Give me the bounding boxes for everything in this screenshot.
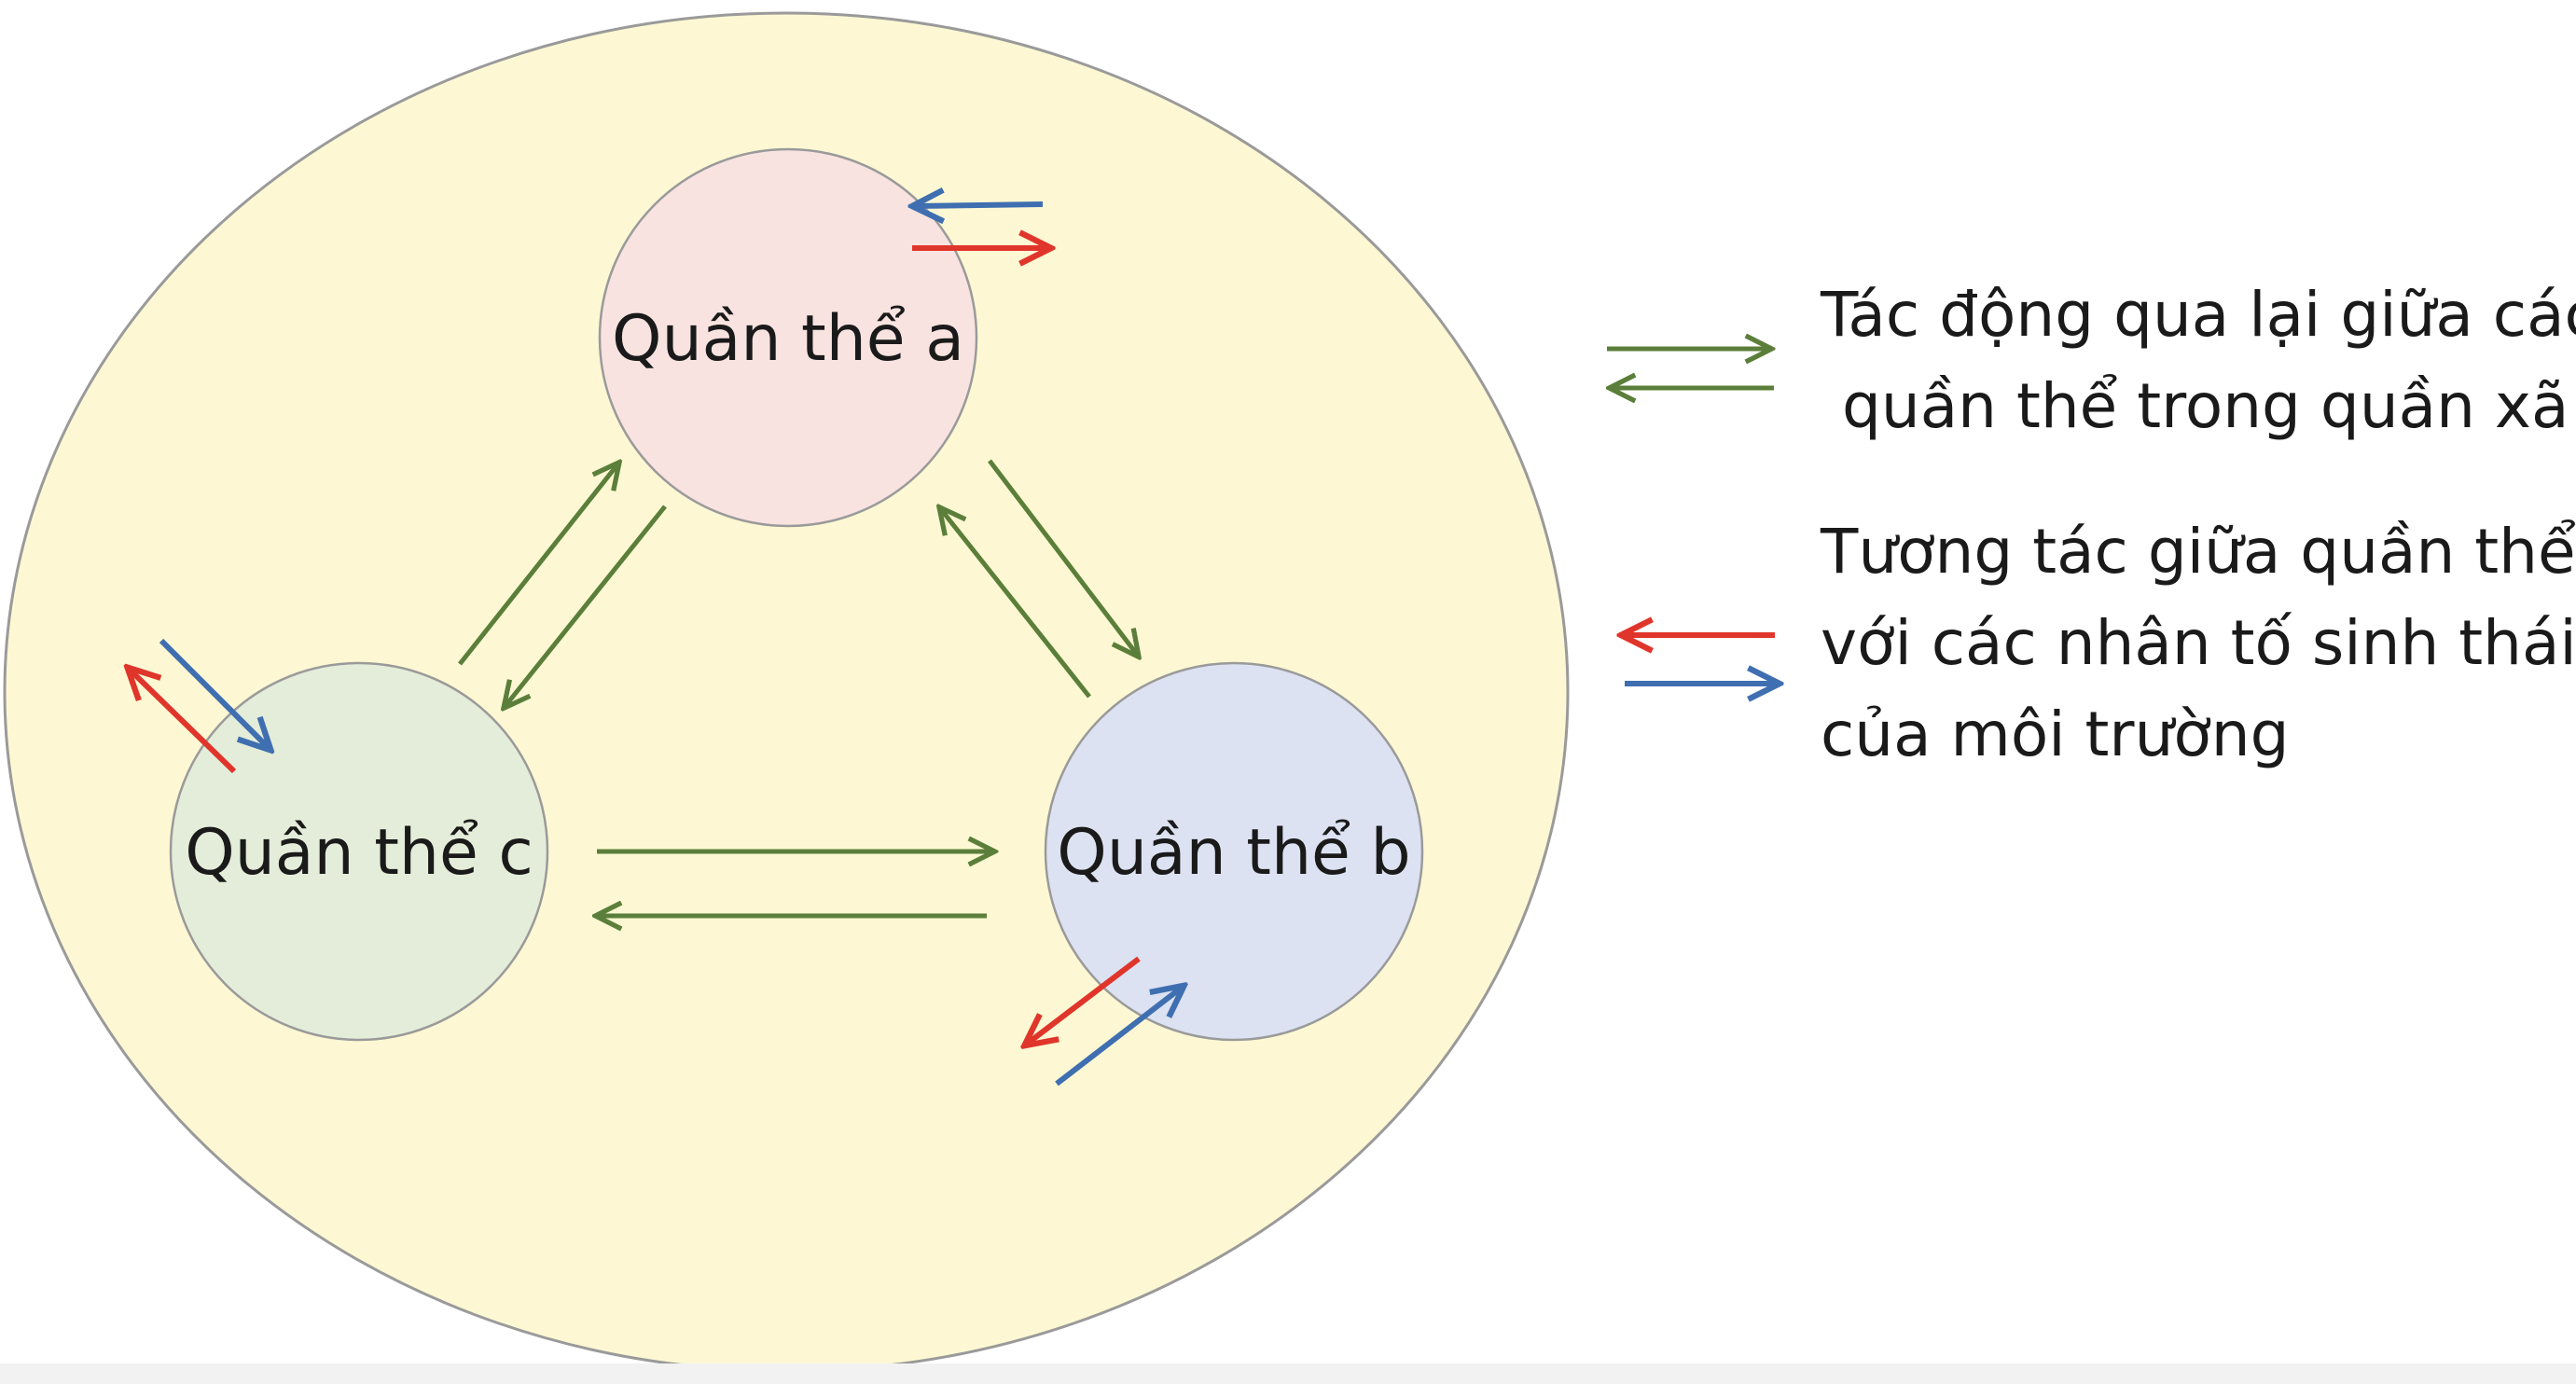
env-arrow-red-c (129, 669, 237, 774)
legend-interaction-line1: Tác động qua lại giữa các (1820, 279, 2576, 351)
legend-environment-line1: Tương tác giữa quần thể (1820, 516, 2576, 588)
legend-environment-line2: với các nhân tố sinh thái (1821, 607, 2576, 679)
arrow-c-to-a (458, 464, 618, 666)
env-arrow-blue-c (159, 638, 270, 749)
arrow-a-to-c (505, 505, 667, 707)
bottom-strip (0, 1363, 2576, 1384)
population-a-circle (598, 147, 978, 528)
arrow-b-to-a (940, 508, 1091, 699)
legend-environment: Tương tác giữa quần thể với các nhân tố … (1623, 516, 2576, 770)
arrow-a-to-b (988, 459, 1138, 656)
population-b-label: Quần thể b (1057, 816, 1410, 890)
population-b-circle (1044, 661, 1424, 1042)
population-a-label: Quần thể a (612, 302, 964, 376)
population-c-label: Quần thể c (185, 816, 533, 890)
legend-interaction: Tác động qua lại giữa các quần thể trong… (1607, 279, 2576, 442)
legend-interaction-line2: quần thể trong quần xã (1842, 370, 2569, 442)
legend-environment-line3: của môi trường (1821, 699, 2289, 770)
env-arrow-blue-a (914, 204, 1044, 206)
population-c-circle (169, 661, 549, 1042)
env-arrow-blue-b (1055, 987, 1183, 1086)
env-arrow-red-b (1026, 956, 1141, 1045)
